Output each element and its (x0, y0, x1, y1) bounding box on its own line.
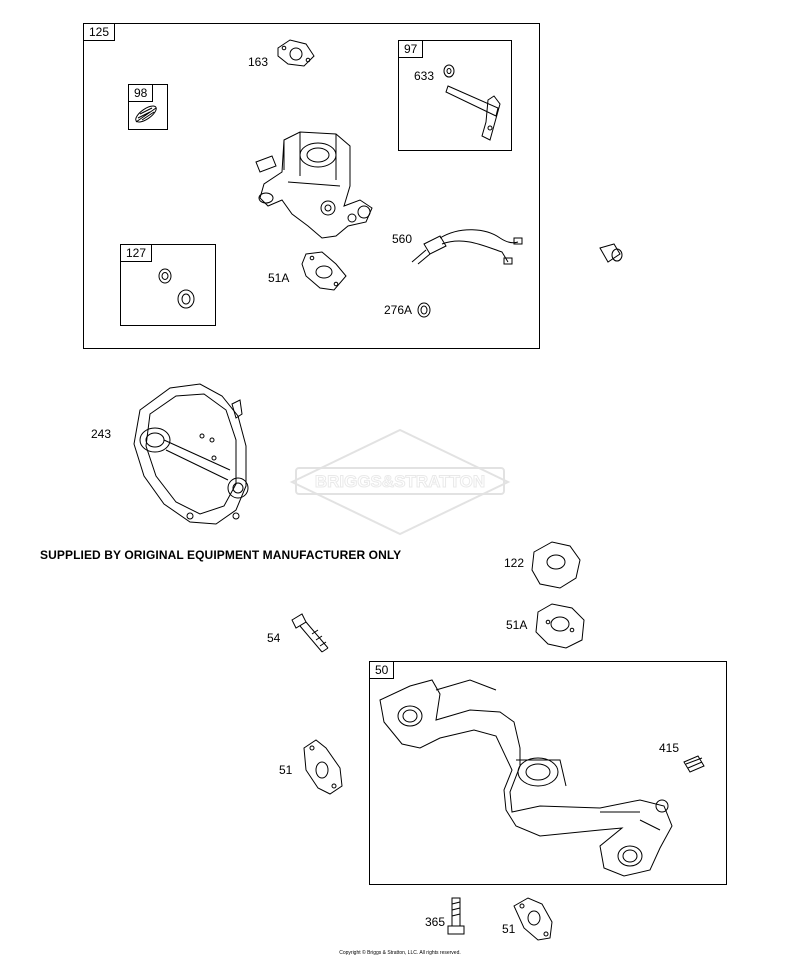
callout-415: 415 (659, 741, 680, 755)
assembly-box-98: 98 (128, 84, 168, 130)
assembly-box-125: 125 (83, 23, 540, 349)
callout-560: 560 (392, 232, 413, 246)
box-label-125: 125 (83, 23, 116, 41)
box-label-127: 127 (120, 244, 153, 262)
box-label-97: 97 (398, 40, 424, 58)
assembly-box-50: 50 (369, 661, 727, 885)
assembly-box-97: 97 (398, 40, 512, 151)
callout-365: 365 (425, 915, 446, 929)
callout-51a-mid: 51A (506, 618, 528, 632)
regulator-cover-243-drawing (133, 383, 249, 525)
callout-122: 122 (504, 556, 525, 570)
brand-watermark-text: BRIGGS&STRATTON (315, 472, 485, 491)
spacer-122-drawing (531, 541, 581, 589)
callout-54: 54 (267, 631, 281, 645)
fitting-drawing (599, 243, 623, 263)
bolt-54-drawing (291, 613, 329, 653)
assembly-box-127: 127 (120, 244, 216, 326)
callout-163: 163 (248, 55, 269, 69)
callout-243: 243 (91, 427, 112, 441)
callout-633: 633 (414, 69, 435, 83)
gasket-51a-mid-drawing (535, 603, 585, 649)
callout-276a: 276A (384, 303, 413, 317)
gasket-51-bottom-drawing (513, 897, 553, 941)
box-label-98: 98 (128, 84, 154, 102)
callout-51a-top: 51A (268, 271, 290, 285)
brand-watermark: BRIGGS&STRATTON (289, 428, 511, 536)
oem-supply-notice: SUPPLIED BY ORIGINAL EQUIPMENT MANUFACTU… (40, 548, 402, 562)
box-label-50: 50 (369, 661, 395, 679)
copyright-footer: Copyright © Briggs & Stratton, LLC. All … (339, 950, 461, 956)
callout-51-bottom: 51 (502, 922, 516, 936)
bolt-365-drawing (447, 897, 465, 935)
gasket-51-left-drawing (303, 739, 343, 795)
callout-51-left: 51 (279, 763, 293, 777)
